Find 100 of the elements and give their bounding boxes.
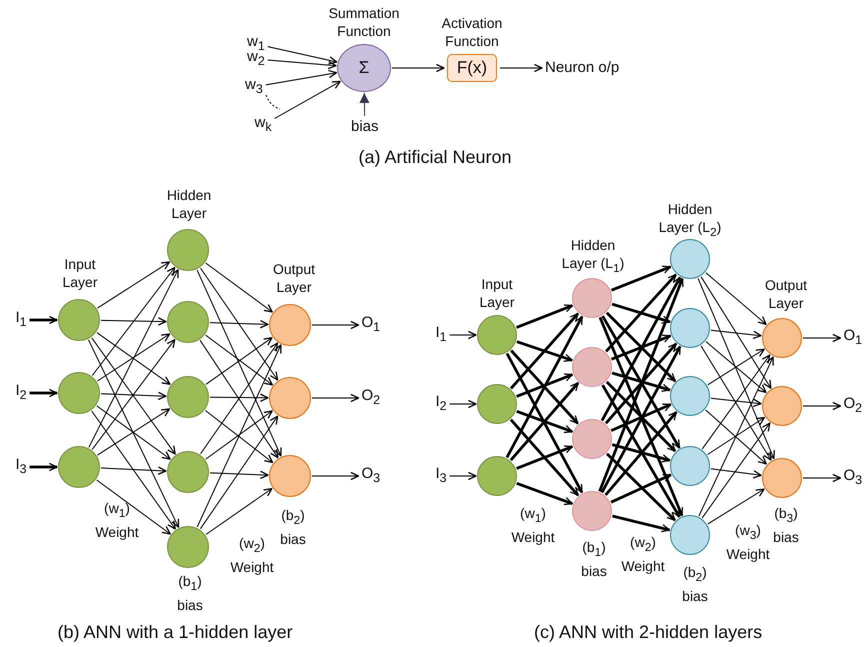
hidden-neuron — [167, 301, 209, 343]
arrow — [312, 320, 360, 330]
arrow — [516, 445, 574, 470]
arrow — [707, 488, 765, 524]
arrow — [598, 278, 684, 492]
hidden-neuron — [670, 239, 710, 279]
arrow — [598, 316, 684, 516]
arrow — [702, 354, 770, 450]
layer-annotation: (w$_{1}$) Weight — [510, 504, 556, 546]
output-neuron — [762, 386, 802, 426]
arrow — [506, 316, 584, 458]
arrow — [606, 452, 676, 522]
arrow — [705, 410, 767, 465]
arrow — [605, 274, 677, 352]
arrow — [92, 266, 176, 376]
arrow — [610, 474, 672, 504]
input-neuron — [58, 372, 100, 414]
arrow — [516, 373, 574, 398]
layer-annotation: (w$_{2}$) Weight — [620, 533, 666, 575]
arrow — [710, 330, 762, 340]
input-neuron — [58, 299, 100, 341]
weight-label: w$_{3}$ — [245, 76, 263, 98]
input-neuron — [58, 446, 100, 488]
arrow — [510, 418, 580, 496]
arrow — [710, 398, 762, 408]
arrow — [610, 403, 672, 432]
arrow — [698, 356, 774, 516]
output-neuron — [269, 304, 311, 346]
arrow — [516, 482, 573, 506]
arrow — [210, 320, 269, 328]
arrow — [205, 262, 273, 313]
arrow — [702, 422, 770, 518]
arrow — [612, 372, 671, 392]
summation-node: Σ — [337, 44, 391, 92]
arrow — [601, 384, 681, 518]
arrow — [610, 266, 672, 292]
arrow — [710, 468, 762, 478]
arrow — [516, 410, 573, 434]
output-label: O$_{2}$ — [844, 395, 862, 417]
arrow — [97, 261, 170, 309]
arrow — [200, 268, 278, 381]
arrow — [88, 339, 180, 528]
arrow — [604, 342, 678, 424]
output-label: O$_{3}$ — [844, 467, 862, 489]
hidden-neuron — [670, 376, 710, 416]
input-label: I$_{2}$ — [16, 382, 27, 404]
weight-label: w$_{k}$ — [254, 114, 272, 136]
arrow — [196, 344, 282, 528]
hidden-neuron — [167, 451, 209, 493]
hidden-neuron — [670, 515, 710, 555]
output-label: O$_{3}$ — [362, 465, 380, 487]
arrow — [510, 382, 580, 462]
arrow — [100, 317, 167, 326]
hidden-neuron — [572, 347, 612, 387]
arrow — [600, 346, 682, 494]
output-neuron — [762, 318, 802, 358]
arrow — [606, 380, 676, 452]
arrow — [210, 394, 269, 402]
arrow — [312, 472, 360, 480]
output-label: O$_{1}$ — [844, 327, 862, 349]
layer-annotation: (b$_{2}$) bias — [279, 506, 307, 548]
input-neuron — [477, 384, 517, 424]
arrow — [200, 416, 278, 530]
arrow — [516, 340, 573, 362]
output-neuron — [762, 458, 802, 498]
output-neuron — [269, 377, 311, 419]
node-heading: Activation Function — [440, 14, 504, 50]
layer-annotation: Hidden Layer — [166, 186, 212, 222]
layer-annotation: Output Layer — [764, 276, 808, 312]
arrow — [267, 60, 337, 70]
arrow — [700, 276, 772, 389]
output-label: O$_{1}$ — [362, 314, 380, 336]
arrow — [96, 480, 171, 535]
arrow — [707, 416, 766, 455]
layer-annotation: (w$_{1}$) Weight — [94, 499, 140, 541]
arrow — [210, 470, 269, 480]
arrow — [707, 348, 765, 386]
arrow — [510, 312, 580, 390]
arrow — [30, 388, 58, 398]
node-heading: Summation Function — [328, 4, 400, 40]
arrow — [700, 345, 772, 461]
input-label: I$_{1}$ — [16, 309, 27, 331]
arrow — [601, 315, 681, 449]
output-label: Neuron o/p — [545, 59, 620, 77]
hidden-neuron — [572, 491, 612, 531]
input-label: I$_{3}$ — [436, 465, 447, 487]
arrow — [600, 276, 682, 422]
arrow — [698, 278, 775, 460]
layer-annotation: Output Layer — [272, 260, 316, 296]
output-label: O$_{2}$ — [362, 387, 380, 409]
hidden-neuron — [167, 526, 209, 568]
layer-annotation: (b$_{1}$) bias — [176, 572, 204, 614]
hidden-neuron — [572, 419, 612, 459]
input-neuron — [477, 456, 517, 496]
activation-function-box: F(x) — [447, 54, 497, 82]
arrow — [516, 304, 574, 329]
arrow — [705, 272, 767, 325]
arrow — [100, 392, 167, 400]
arrow — [265, 70, 338, 86]
arrow — [30, 316, 58, 324]
